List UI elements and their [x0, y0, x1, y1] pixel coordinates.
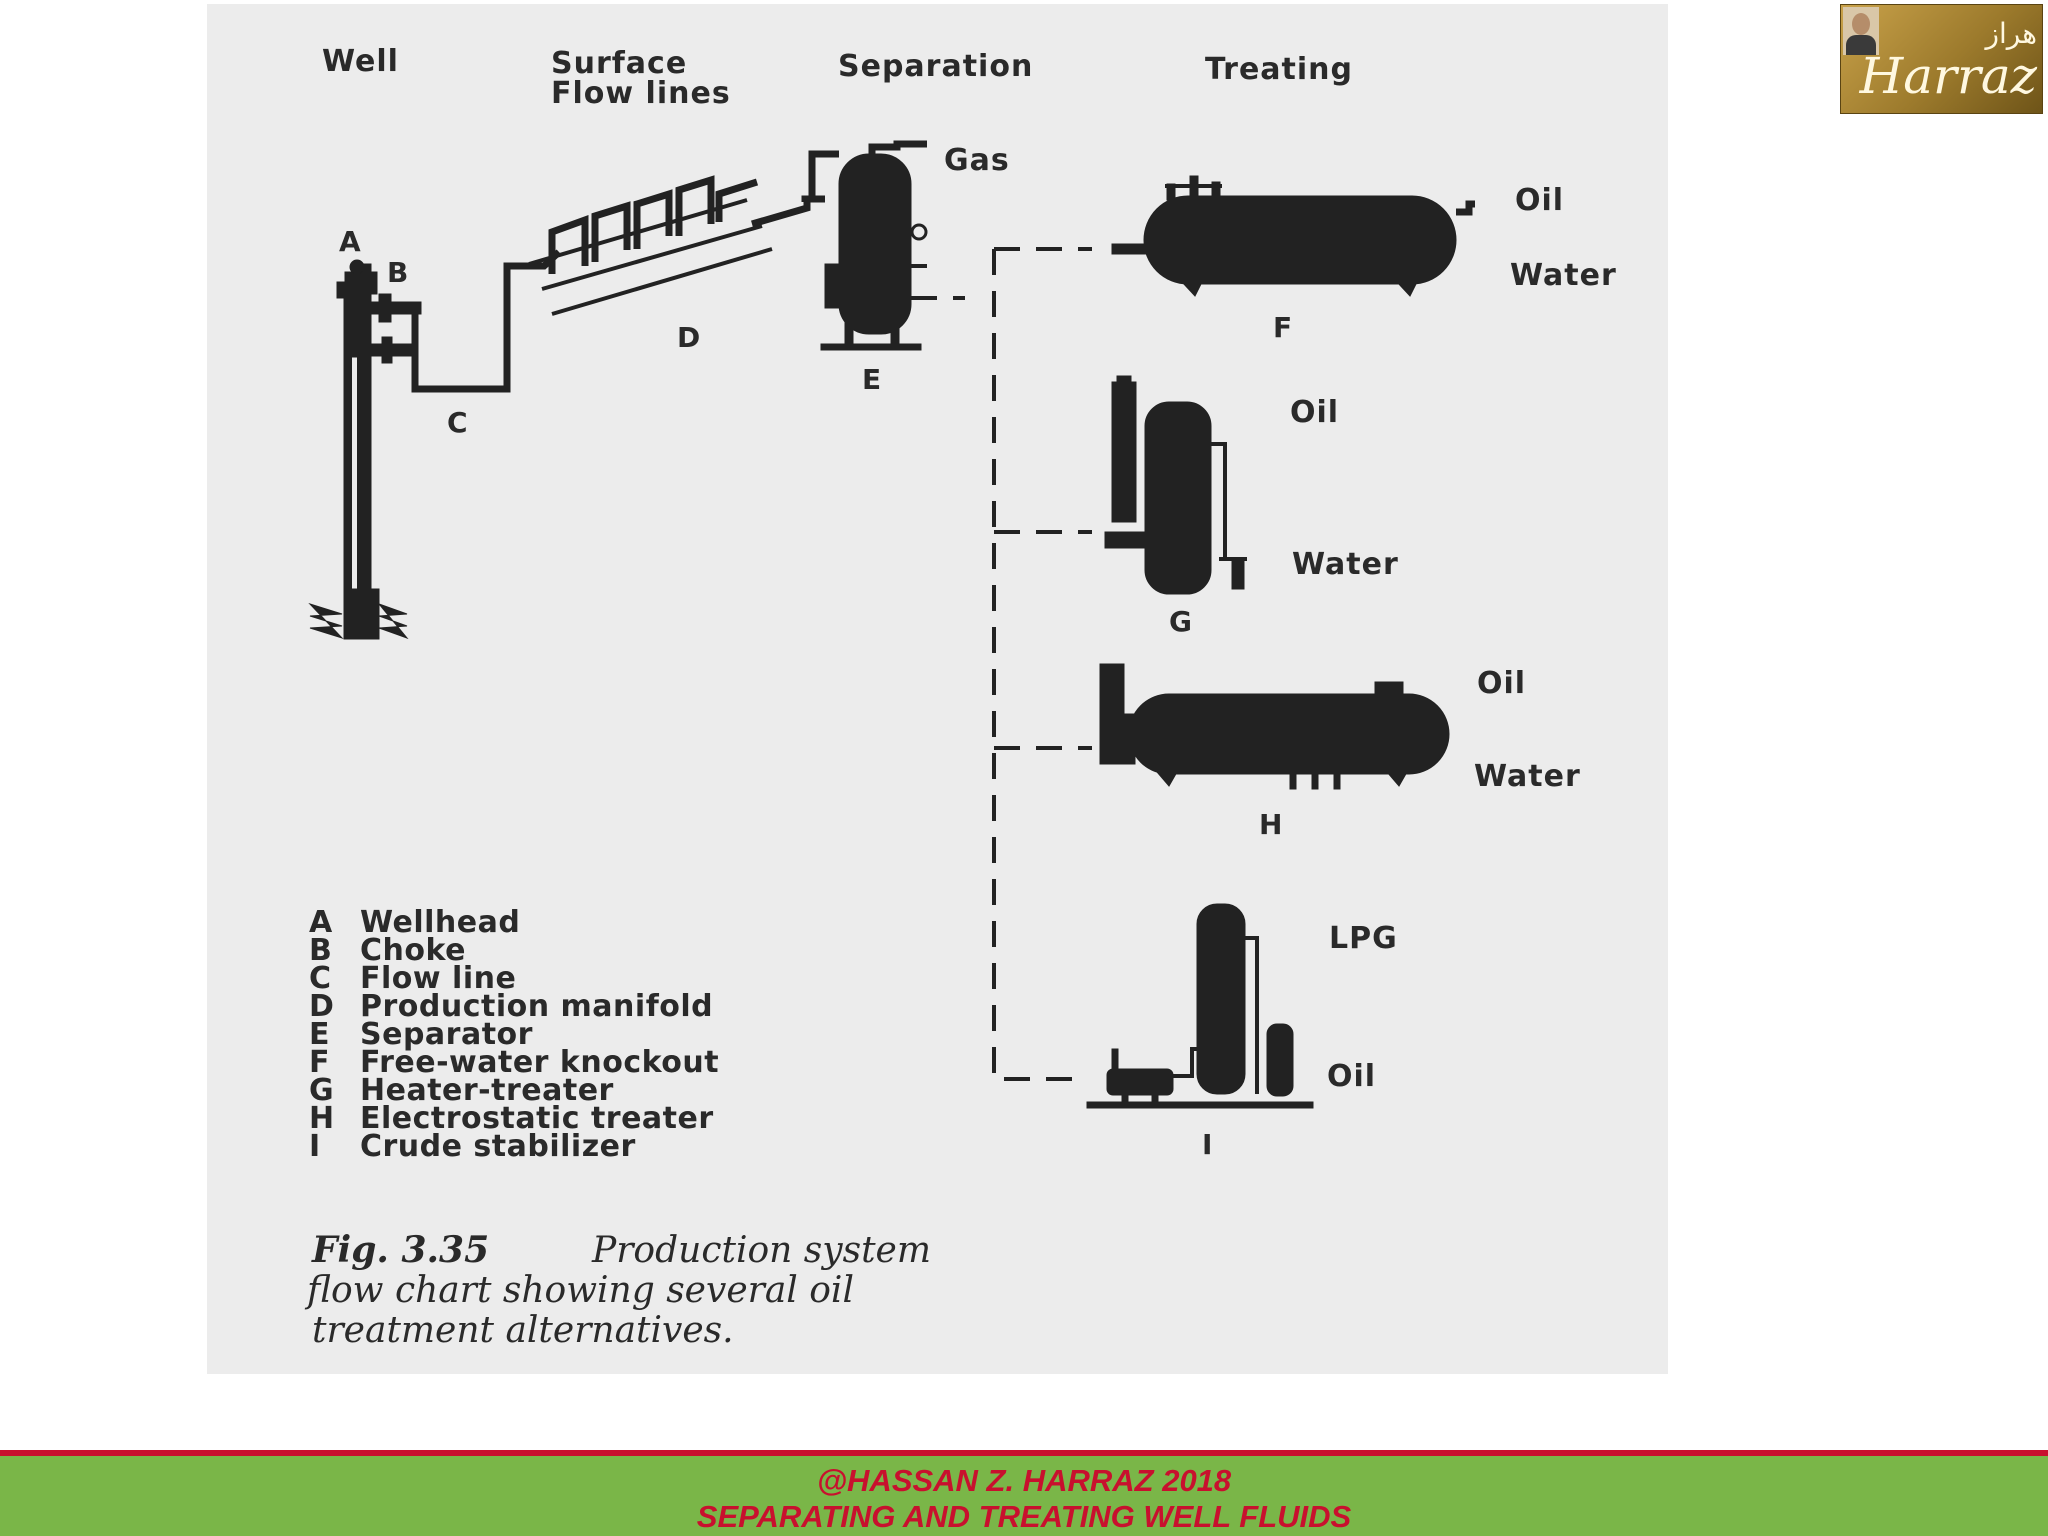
figure-caption: Fig. 3.35 Production system flow chart s… [304, 1229, 931, 1351]
logo-script-text: Harraz [1859, 47, 2038, 105]
legend-key: H [309, 1101, 335, 1136]
author-avatar [1843, 7, 1879, 55]
production-manifold [528, 175, 825, 316]
footer-title: SEPARATING AND TREATING WELL FLUIDS [696, 1499, 1352, 1534]
well-wellhead [308, 259, 409, 640]
header-treating: Treating [1205, 52, 1353, 87]
logo-arabic-text: هراز [1983, 17, 2037, 50]
label-h: H [1259, 808, 1282, 841]
legend-label: Production manifold [360, 989, 713, 1024]
footer-copyright: @HASSAN Z. HARRAZ 2018 [816, 1463, 1232, 1498]
legend-label: Free-water knockout [360, 1045, 719, 1080]
stream-h-oil: Oil [1477, 666, 1526, 701]
legend-key: E [309, 1017, 330, 1052]
legend-label: Separator [360, 1017, 533, 1052]
legend-key: F [309, 1045, 330, 1080]
stream-i-lpg: LPG [1329, 921, 1398, 956]
stream-i-oil: Oil [1327, 1059, 1376, 1094]
legend-key: B [309, 933, 332, 968]
caption-line-3: treatment alternatives. [312, 1310, 734, 1351]
stream-gas: Gas [944, 143, 1010, 178]
legend-key: G [309, 1073, 334, 1108]
stream-g-oil: Oil [1290, 395, 1339, 430]
flow-chart-diagram: Well Surface Flow lines Separation Treat… [304, 44, 1617, 1351]
legend-label: Wellhead [360, 905, 520, 940]
figure-panel: Well Surface Flow lines Separation Treat… [207, 4, 1668, 1374]
label-f: F [1273, 311, 1292, 344]
electrostatic-treater [1099, 663, 1450, 790]
separator [801, 140, 932, 351]
header-surface: Surface [551, 46, 687, 81]
header-separation: Separation [838, 49, 1033, 84]
header-well: Well [322, 44, 399, 79]
label-b: B [387, 256, 408, 289]
stream-g-water: Water [1292, 547, 1399, 582]
legend-key: C [309, 961, 332, 996]
legend-key: D [309, 989, 334, 1024]
label-i: I [1202, 1128, 1212, 1161]
legend-label: Electrostatic treater [360, 1101, 714, 1136]
caption-fig-number: Fig. 3.35 [311, 1229, 489, 1271]
caption-title: Production system [591, 1230, 931, 1271]
treating-distribution-line [911, 247, 1092, 1081]
stream-f-oil: Oil [1515, 183, 1564, 218]
harraz-logo: هراز Harraz [1840, 4, 2043, 114]
legend-label: Heater-treater [360, 1073, 614, 1108]
heater-treater [1104, 375, 1247, 595]
stream-h-water: Water [1474, 759, 1581, 794]
label-e: E [862, 363, 881, 396]
label-d: D [677, 321, 700, 354]
legend-label: Choke [360, 933, 466, 968]
footer-bar: @HASSAN Z. HARRAZ 2018 SEPARATING AND TR… [0, 1450, 2048, 1536]
legend-label: Flow line [360, 961, 516, 996]
legend: A Wellhead B Choke C Flow line D Product… [309, 905, 719, 1164]
logo-wordmark: هراز Harraz [1859, 17, 2038, 105]
flow-line [411, 249, 562, 393]
legend-key: A [309, 905, 333, 940]
header-flow-lines: Flow lines [551, 76, 731, 111]
label-g: G [1169, 605, 1192, 638]
legend-label: Crude stabilizer [360, 1129, 636, 1164]
label-a: A [339, 225, 361, 258]
choke [370, 293, 422, 364]
free-water-knockout [1111, 175, 1475, 297]
caption-line-2: flow chart showing several oil [304, 1270, 854, 1311]
label-c: C [447, 406, 468, 439]
stream-f-water: Water [1510, 258, 1617, 293]
legend-key: I [309, 1129, 321, 1164]
crude-stabilizer [1086, 903, 1314, 1109]
